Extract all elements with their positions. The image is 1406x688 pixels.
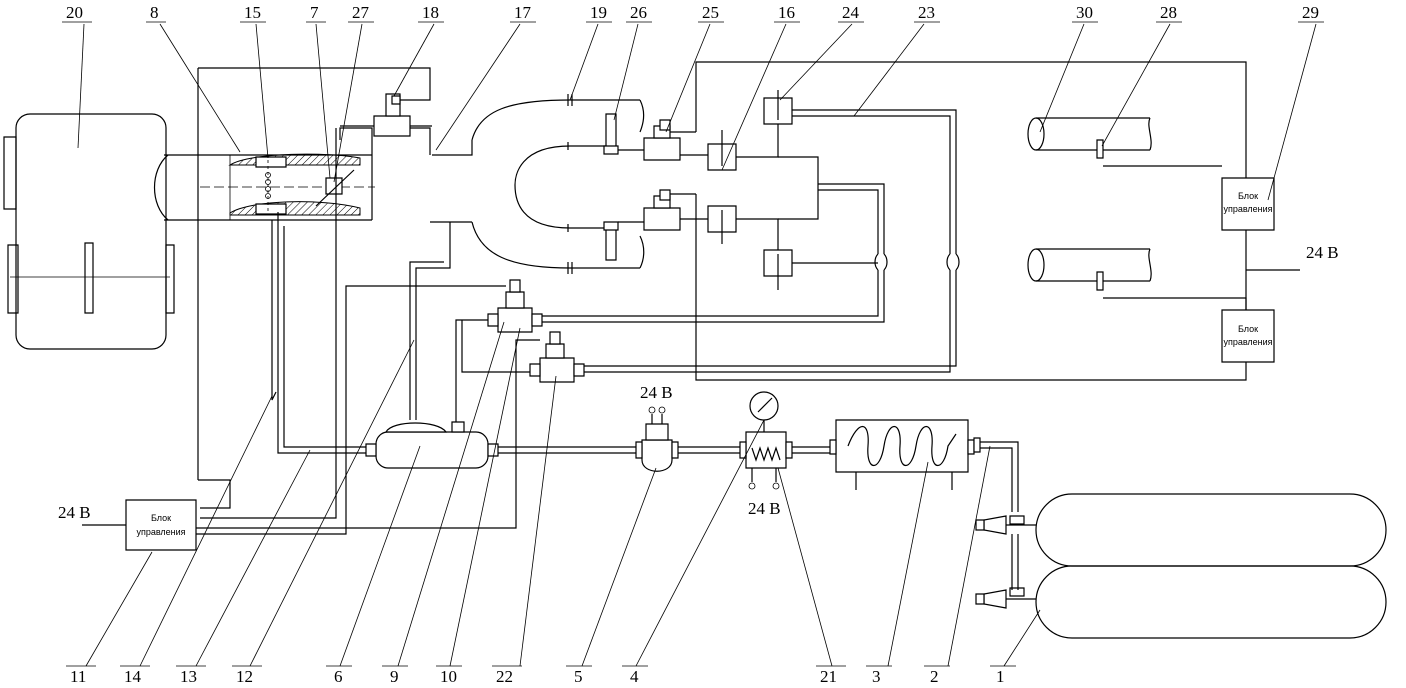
svg-text:управления: управления — [1223, 204, 1272, 214]
callout-6: 6 — [334, 667, 343, 686]
callout-16: 16 — [778, 3, 795, 22]
voltage-left-label: 24 В — [58, 503, 91, 522]
solenoid-valve-18 — [340, 94, 432, 136]
callout-12: 12 — [236, 667, 253, 686]
mixer-frame — [198, 68, 430, 518]
callout-11: 11 — [70, 667, 86, 686]
manifold-19 — [430, 94, 644, 274]
callout-8: 8 — [150, 3, 159, 22]
heater-21: 24 В — [740, 392, 792, 518]
callout-20: 20 — [66, 3, 83, 22]
callout-14: 14 — [124, 667, 142, 686]
callout-2: 2 — [930, 667, 939, 686]
engine-20 — [4, 114, 174, 349]
control-unit-29-top: Блок управления — [1222, 178, 1274, 230]
callout-23: 23 — [918, 3, 935, 22]
callout-18: 18 — [422, 3, 439, 22]
sensors-16-24 — [708, 90, 818, 290]
wiring-right — [532, 62, 1246, 380]
voltage-filter-label: 24 В — [640, 383, 673, 402]
solenoid-valve-9 — [456, 280, 542, 422]
valves-25 — [644, 120, 708, 230]
callout-24: 24 — [842, 3, 860, 22]
callout-19: 19 — [590, 3, 607, 22]
mixer-8 — [200, 154, 375, 215]
throttle-7 — [316, 170, 354, 206]
bottom-callouts: 11 14 13 12 6 9 10 22 5 4 21 3 2 1 — [66, 666, 1016, 686]
top-callouts: 20 8 15 7 27 18 17 19 26 25 16 24 23 30 … — [62, 3, 1324, 22]
callout-5: 5 — [574, 667, 583, 686]
voltage-right-label: 24 В — [1306, 243, 1339, 262]
solenoid-valve-22 — [530, 332, 584, 382]
callout-10: 10 — [440, 667, 457, 686]
leader-lines — [78, 24, 1316, 666]
svg-text:Блок: Блок — [1238, 191, 1258, 201]
pipes-30 — [1028, 118, 1246, 310]
evaporator-3 — [830, 420, 974, 490]
callout-22: 22 — [496, 667, 513, 686]
callout-29: 29 — [1302, 3, 1319, 22]
power-bus-right: 24 В — [1246, 230, 1339, 310]
control-unit-11: Блок управления 24 В — [58, 286, 540, 550]
callout-25: 25 — [702, 3, 719, 22]
callout-26: 26 — [630, 3, 647, 22]
svg-text:управления: управления — [1223, 337, 1272, 347]
callout-17: 17 — [514, 3, 532, 22]
callout-1: 1 — [996, 667, 1005, 686]
callout-13: 13 — [180, 667, 197, 686]
tanks-1 — [974, 438, 1386, 638]
callout-27: 27 — [352, 3, 370, 22]
callout-9: 9 — [390, 667, 399, 686]
voltage-heater-label: 24 В — [748, 499, 781, 518]
callout-3: 3 — [872, 667, 881, 686]
filter-5: 24 В — [636, 383, 678, 471]
callout-15: 15 — [244, 3, 261, 22]
callout-30: 30 — [1076, 3, 1093, 22]
callout-4: 4 — [630, 667, 639, 686]
main-gas-line — [272, 212, 830, 453]
injectors-26 — [604, 114, 644, 260]
control-unit-29-bottom: Блок управления — [1222, 310, 1274, 362]
svg-text:Блок: Блок — [151, 513, 171, 523]
svg-text:Блок: Блок — [1238, 324, 1258, 334]
svg-text:управления: управления — [136, 527, 185, 537]
reducer-6 — [366, 222, 498, 468]
callout-7: 7 — [310, 3, 319, 22]
callout-28: 28 — [1160, 3, 1177, 22]
callout-21: 21 — [820, 667, 837, 686]
